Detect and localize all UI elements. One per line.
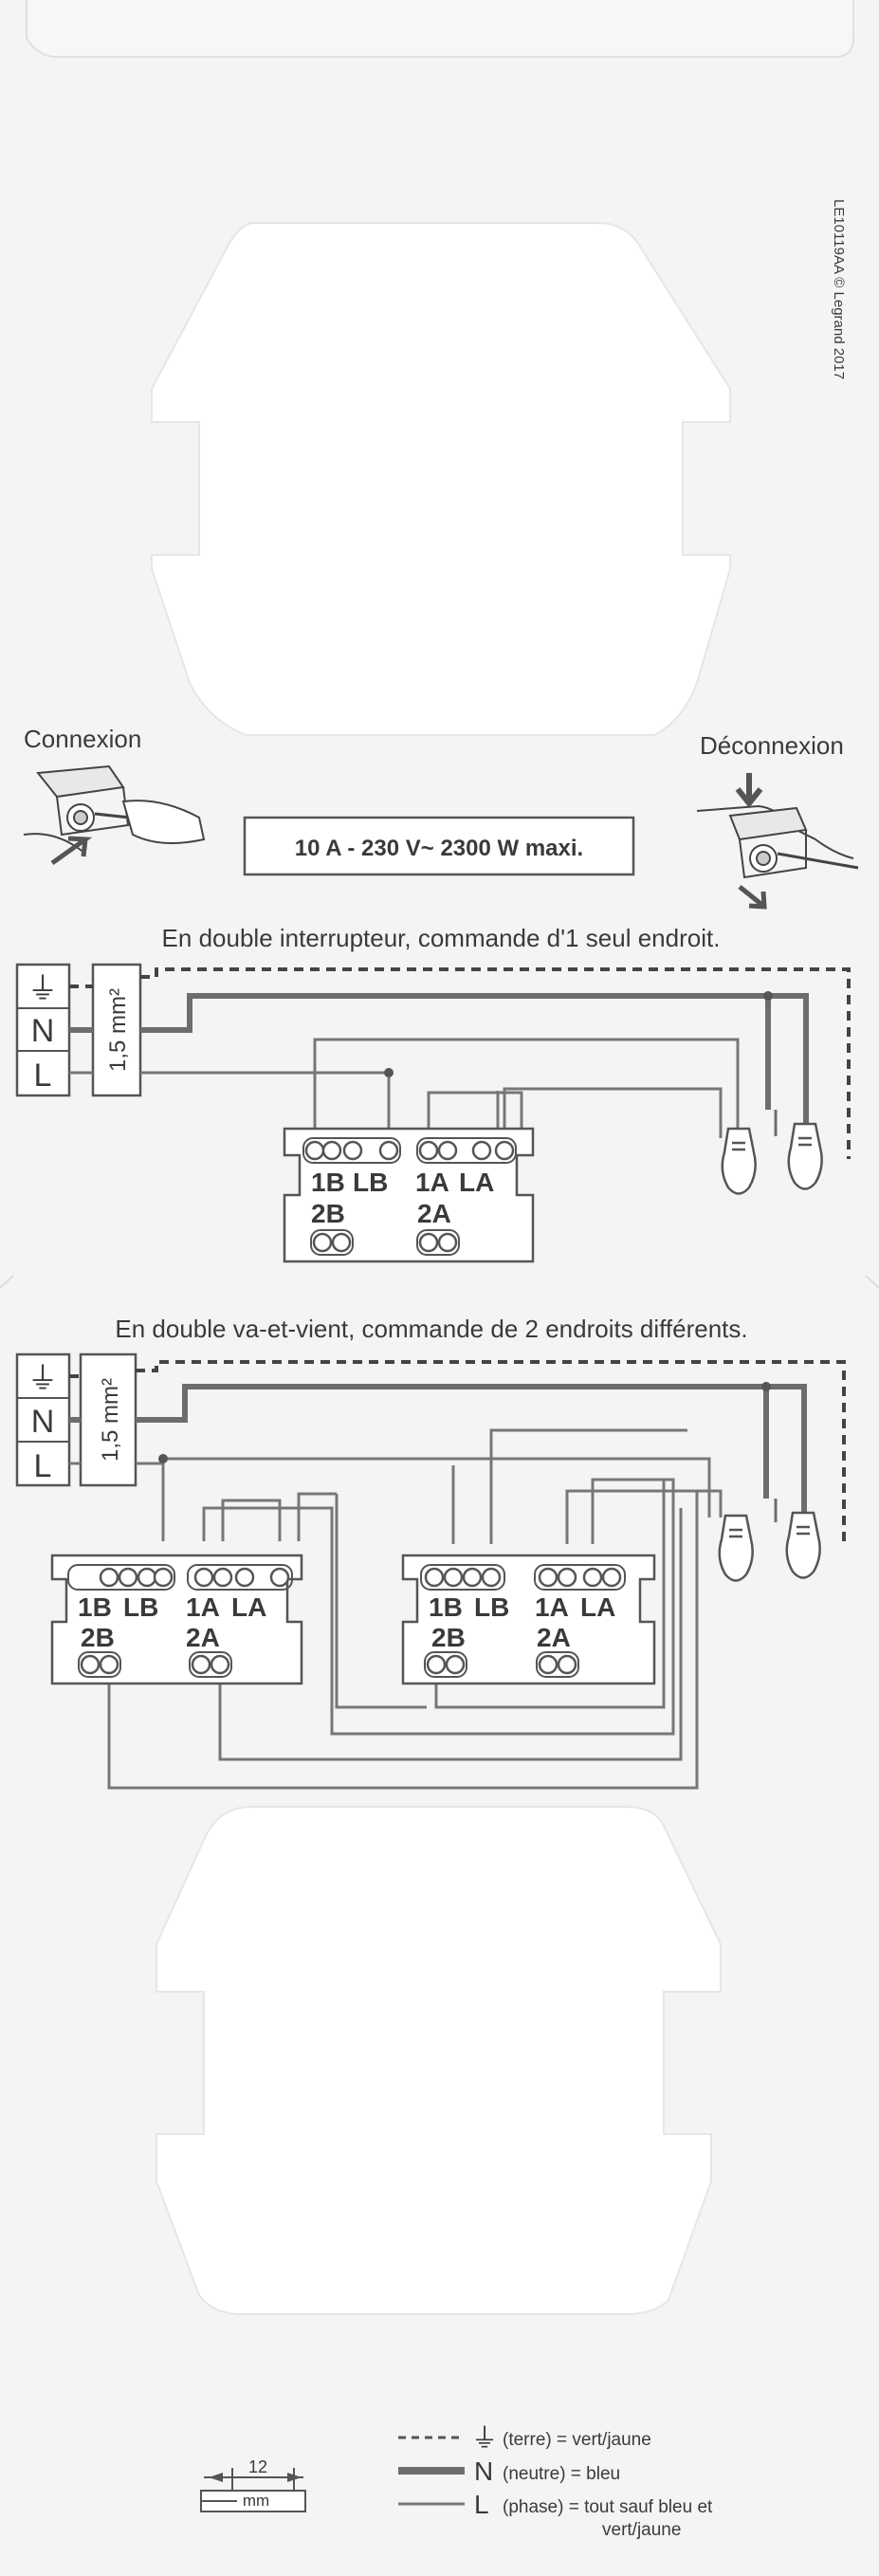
legend-neutral-letter: N <box>474 2456 493 2486</box>
terminal-1b-right: 1B <box>429 1592 463 1622</box>
wires-section-1 <box>69 967 851 1159</box>
lamp-2a <box>718 1514 754 1582</box>
document-code: LE10119AA © Legrand 2017 <box>831 199 847 379</box>
phase-label: L <box>34 1058 52 1094</box>
legend-earth-symbol: ⏚ <box>471 2423 498 2453</box>
legend-neutral-text: (neutre) = bleu <box>503 2464 620 2484</box>
earth-symbol-2: ⏚ <box>27 1361 58 1395</box>
terminal-la: LA <box>459 1168 494 1197</box>
strip-length-indicator: 12 mm <box>200 2457 306 2512</box>
terminal-lb-right: LB <box>474 1592 509 1622</box>
terminal-1a-left: 1A <box>186 1592 220 1622</box>
terminal-1a-right: 1A <box>535 1592 569 1622</box>
switch-block-1: 1B LB 1A LA 2B 2A <box>283 1127 535 1263</box>
rating-box <box>243 816 635 876</box>
strip-length-unit: mm <box>243 2492 269 2510</box>
switch-cutout-bottom <box>156 1806 722 2315</box>
terminal-2a-right: 2A <box>537 1623 571 1652</box>
lamp-1b <box>787 1122 823 1190</box>
legend-phase-text-1: (phase) = tout sauf bleu et <box>503 2497 713 2517</box>
terminal-1a: 1A <box>415 1168 449 1197</box>
terminal-2b-left: 2B <box>81 1623 115 1652</box>
switch-cutout-top <box>151 222 731 736</box>
earth-symbol: ⏚ <box>27 971 58 1005</box>
terminal-2a-left: 2A <box>186 1623 220 1652</box>
terminal-2b: 2B <box>311 1199 345 1228</box>
top-fold-tab <box>26 0 854 58</box>
cable-section-label: 1,5 mm² <box>105 988 131 1072</box>
terminal-1b-left: 1B <box>78 1592 112 1622</box>
switch-block-2-right: 1B LB 1A LA 2B 2A <box>401 1554 656 1685</box>
section2-title: En double va-et-vient, commande de 2 end… <box>115 1315 747 1343</box>
legend-phase-letter: L <box>474 2490 489 2519</box>
connexion-label: Connexion <box>24 725 141 753</box>
cable-section-label-2: 1,5 mm² <box>98 1378 123 1462</box>
terminal-2a: 2A <box>417 1199 451 1228</box>
deconnexion-illustration <box>696 773 859 910</box>
phase-label-2: L <box>34 1448 52 1484</box>
lamp-2b <box>785 1511 821 1579</box>
connexion-illustration <box>23 764 206 866</box>
switch-block-2-left: 1B LB 1A LA 2B 2A <box>50 1554 303 1685</box>
deconnexion-label: Déconnexion <box>700 731 844 760</box>
neutral-label-2: N <box>31 1404 55 1440</box>
section1-title: En double interrupteur, commande d'1 seu… <box>162 924 721 952</box>
fold-notch <box>0 1275 879 1289</box>
terminal-2b-right: 2B <box>431 1623 466 1652</box>
lamp-1a <box>721 1127 757 1195</box>
terminal-lb-left: LB <box>123 1592 158 1622</box>
terminal-la-left: LA <box>231 1592 266 1622</box>
neutral-label: N <box>31 1013 55 1049</box>
terminal-la-right: LA <box>580 1592 615 1622</box>
wire-legend: ⏚ (terre) = vert/jaune N (neutre) = bleu… <box>398 2423 713 2540</box>
rating-text: 10 A - 230 V~ 2300 W maxi. <box>295 836 583 861</box>
legend-earth-text: (terre) = vert/jaune <box>503 2430 651 2450</box>
strip-length-value: 12 <box>248 2457 267 2476</box>
supply-block-2: ⏚ N L 1,5 mm² <box>15 1352 137 1487</box>
terminal-lb: LB <box>353 1168 388 1197</box>
terminal-1b: 1B <box>311 1168 345 1197</box>
legend-phase-text-2: vert/jaune <box>602 2520 681 2540</box>
